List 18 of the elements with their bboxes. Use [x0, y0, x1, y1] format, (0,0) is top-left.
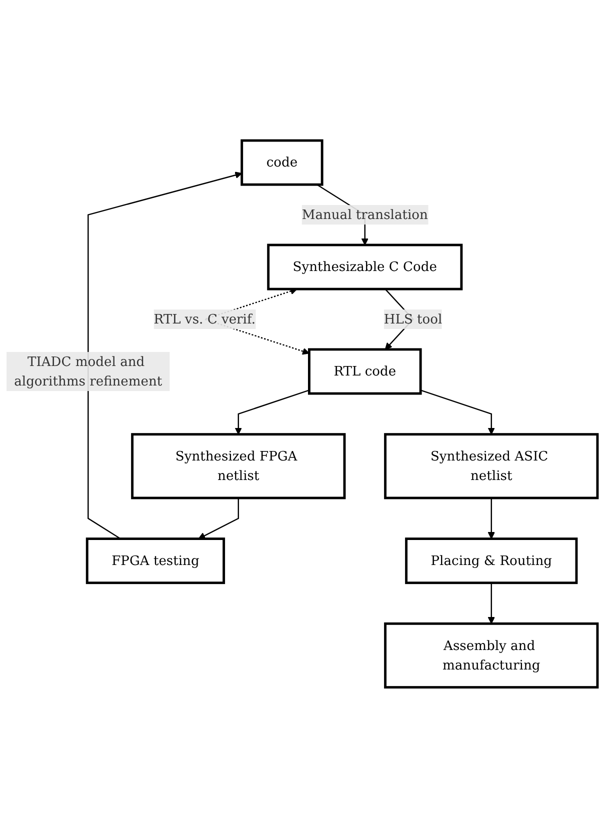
node-box: Synthesized ASIC netlist: [384, 432, 599, 499]
node-box: Synthesizable C Code: [267, 243, 463, 290]
arrow: [488, 582, 495, 624]
arrow: [420, 389, 495, 434]
arrow: [198, 498, 239, 539]
node-box: RTL code: [308, 348, 422, 394]
arrow: [234, 389, 310, 434]
node-box: Assembly and manufacturing: [384, 622, 599, 688]
node-box: Synthesized FPGA netlist: [131, 432, 346, 499]
arrow: [88, 171, 242, 539]
edge-label: HLS tool: [384, 310, 442, 326]
edge-label: TIADC model and algorithms refinement: [14, 353, 162, 388]
node-box: code: [240, 138, 324, 186]
arrow: [488, 498, 495, 539]
edge-label: RTL vs. C verif.: [154, 310, 256, 326]
edge-label: Manual translation: [302, 206, 428, 222]
node-box: Placing & Routing: [405, 537, 578, 584]
node-box: FPGA testing: [86, 537, 226, 584]
